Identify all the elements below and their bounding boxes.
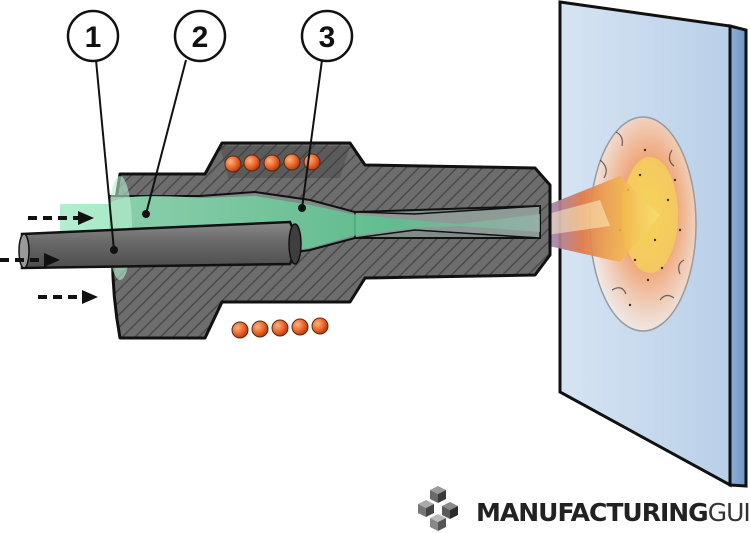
- stacked-cubes-icon: [418, 486, 458, 531]
- gas-inlet-arrow-bottom: [38, 290, 98, 304]
- leader-lines: [95, 59, 323, 251]
- flow-arrows: [0, 211, 98, 304]
- leader-dots: [110, 204, 306, 254]
- callout-3: 3: [300, 9, 354, 63]
- callout-3-label: 3: [319, 21, 336, 54]
- callout-1-label: 1: [85, 21, 102, 54]
- coil-bottom: [231, 317, 329, 339]
- callout-2: 2: [173, 9, 227, 63]
- electrode-arrow: [0, 253, 60, 267]
- leader-line-3: [301, 59, 323, 209]
- callout-2-label: 2: [192, 21, 209, 54]
- brand-light-text: GUIDE: [707, 497, 750, 527]
- spray-plume: [540, 176, 660, 262]
- leader-line-2: [145, 59, 187, 215]
- brand-wordmark: MANUFACTURINGGUIDE: [476, 492, 750, 532]
- brand-bold-text: MANUFACTURING: [476, 497, 709, 527]
- leader-line-1: [95, 59, 115, 251]
- coil-top: [220, 146, 350, 178]
- callout-1: 1: [66, 9, 120, 63]
- gas-inlet-arrow-top: [28, 211, 94, 225]
